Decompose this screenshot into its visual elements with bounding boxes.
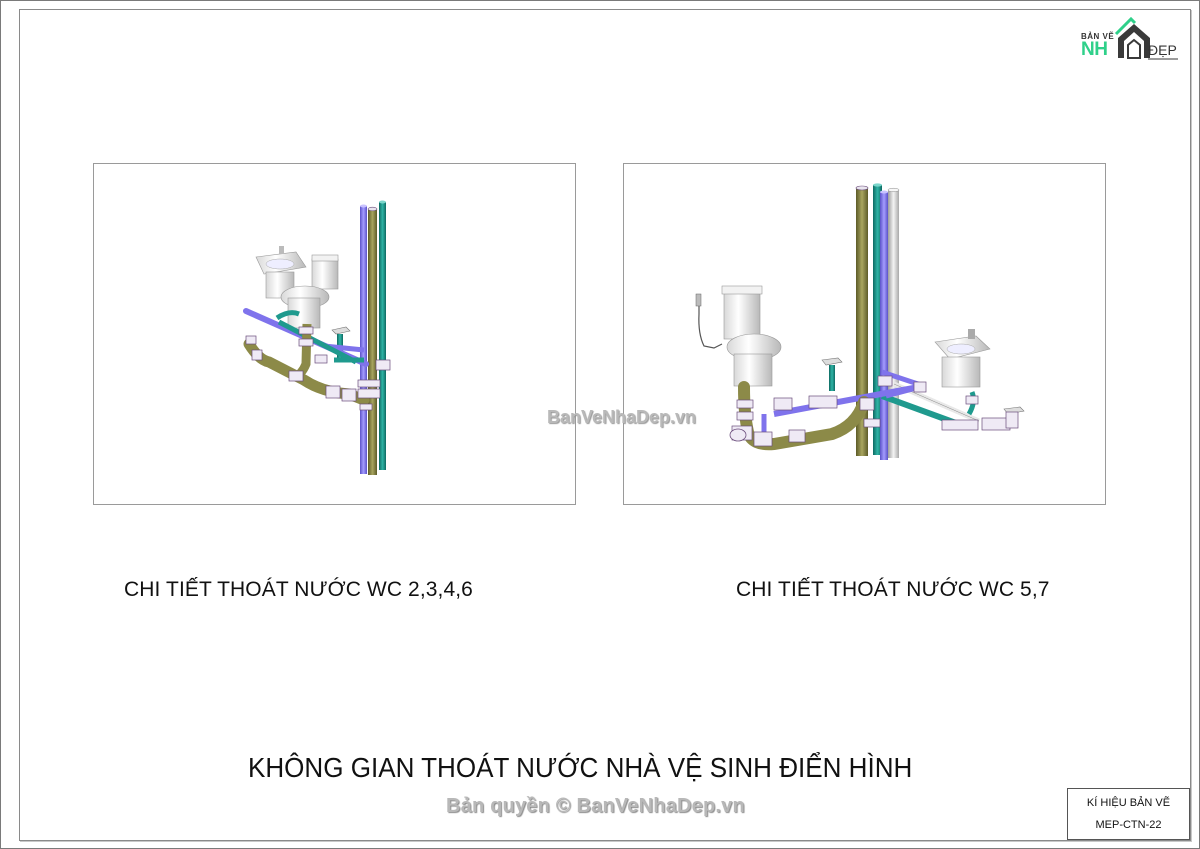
diagram-panel-left [93, 163, 576, 505]
drawing-code: MEP-CTN-22 [1095, 819, 1162, 831]
drainage-3d-diagram-right [695, 183, 1025, 460]
house-icon [1114, 16, 1178, 60]
caption-left: CHI TIẾT THOÁT NƯỚC WC 2,3,4,6 [124, 578, 473, 601]
logo-text-top: BẢN VẼ [1081, 32, 1115, 41]
caption-right: CHI TIẾT THOÁT NƯỚC WC 5,7 [736, 578, 1050, 601]
logo-text-main: NH [1081, 39, 1108, 60]
diagram-panel-right [623, 163, 1106, 505]
watermark-text: BanVeNhaDep.vn [547, 407, 697, 427]
page-title: KHÔNG GIAN THOÁT NƯỚC NHÀ VỆ SINH ĐIỂN H… [248, 752, 913, 783]
drainage-3d-diagram-left [243, 200, 391, 475]
brand-logo: BẢN VẼ NH ĐẸP [1078, 14, 1180, 62]
drawing-frame [19, 9, 1191, 841]
title-block-label: KÍ HIỆU BẢN VẼ [1086, 797, 1171, 809]
title-block: KÍ HIỆU BẢN VẼ MEP-CTN-22 [1067, 788, 1190, 840]
logo-text-right: ĐẸP [1148, 42, 1177, 58]
copyright-text: Bản quyền © BanVeNhaDep.vn [446, 795, 745, 817]
